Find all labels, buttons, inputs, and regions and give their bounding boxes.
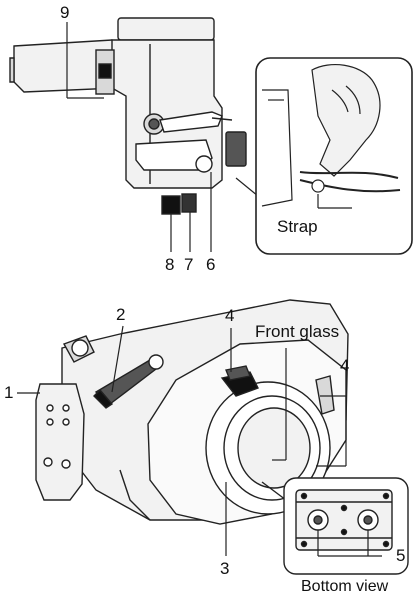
housing-side-view	[9, 17, 247, 215]
callout-4-top: 4	[225, 306, 235, 325]
callout-9: 9	[60, 3, 70, 22]
leader-lines-top	[66, 22, 259, 252]
callout-4-right: 4	[340, 356, 350, 375]
callout-2: 2	[116, 305, 126, 324]
strap-label: Strap	[277, 217, 318, 236]
bottom-view-inset	[261, 477, 409, 575]
strap-inset	[255, 57, 413, 255]
callout-3: 3	[220, 559, 230, 578]
callout-7: 7	[184, 255, 194, 274]
bottom-view-label: Bottom view	[301, 578, 389, 595]
callout-8: 8	[165, 255, 175, 274]
leader-lines-bottom	[17, 325, 347, 556]
callout-1: 1	[4, 383, 14, 402]
front-glass-label: Front glass	[255, 322, 340, 341]
callout-6: 6	[206, 255, 216, 274]
callout-5: 5	[396, 546, 406, 565]
